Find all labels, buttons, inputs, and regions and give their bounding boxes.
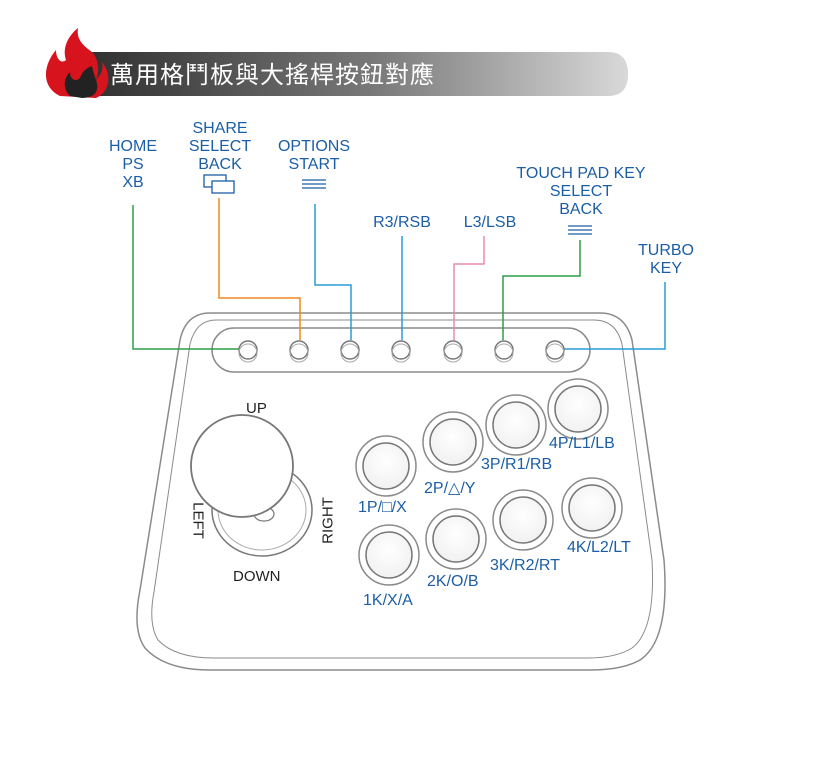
joystick-down-label: DOWN: [233, 568, 281, 585]
share-connector-line: [218, 198, 301, 340]
function-buttons: [238, 340, 565, 363]
options-button[interactable]: [340, 340, 360, 363]
button-4p-label: 4P/L1/LB: [549, 435, 615, 452]
l3-label: L3/LSB: [463, 214, 517, 231]
button-2k-label: 2K/O/B: [427, 573, 479, 590]
joystick-right-label: RIGHT: [319, 497, 337, 544]
touchpad-connector-line: [502, 240, 581, 340]
button-1k-label: 1K/X/A: [363, 592, 413, 609]
action-buttons: [355, 378, 623, 586]
flame-icon: [46, 28, 109, 98]
button-3p[interactable]: [485, 394, 547, 456]
button-3k-label: 3K/R2/RT: [490, 557, 560, 574]
joystick-up-label: UP: [246, 400, 267, 417]
page-title: 萬用格鬥板與大搖桿按鈕對應: [110, 61, 435, 89]
joystick-left-label: LEFT: [189, 502, 207, 539]
r3-label: R3/RSB: [373, 214, 431, 231]
touchpad-button[interactable]: [494, 340, 514, 363]
joystick[interactable]: [190, 414, 313, 557]
share-icon: [203, 174, 235, 194]
button-2p[interactable]: [422, 411, 484, 473]
button-2k[interactable]: [425, 508, 487, 570]
button-4p[interactable]: [547, 378, 609, 440]
turbo-connector-line: [562, 282, 666, 350]
r3-button[interactable]: [391, 340, 411, 363]
turbo-button[interactable]: [545, 340, 565, 363]
options-connector-line: [314, 204, 352, 340]
share-button[interactable]: [289, 340, 309, 363]
joystick-ball-top: [190, 414, 294, 518]
title-bar: [72, 52, 628, 96]
button-1p-label: 1P/□/X: [358, 499, 407, 516]
menu-icon: [302, 179, 326, 189]
button-3k[interactable]: [492, 489, 554, 551]
l3-connector-line: [453, 236, 485, 340]
touchpad-menu-icon: [568, 225, 592, 235]
button-4k-label: 4K/L2/LT: [567, 539, 631, 556]
home-button[interactable]: [238, 340, 258, 363]
button-4k[interactable]: [561, 477, 623, 539]
button-2p-label: 2P/△/Y: [424, 480, 476, 497]
controller-inner-edge: [151, 319, 654, 659]
l3-button[interactable]: [443, 340, 463, 363]
home-connector-line: [132, 205, 240, 350]
button-3p-label: 3P/R1/RB: [481, 456, 553, 473]
button-1p[interactable]: [355, 435, 417, 497]
button-1k[interactable]: [358, 524, 420, 586]
